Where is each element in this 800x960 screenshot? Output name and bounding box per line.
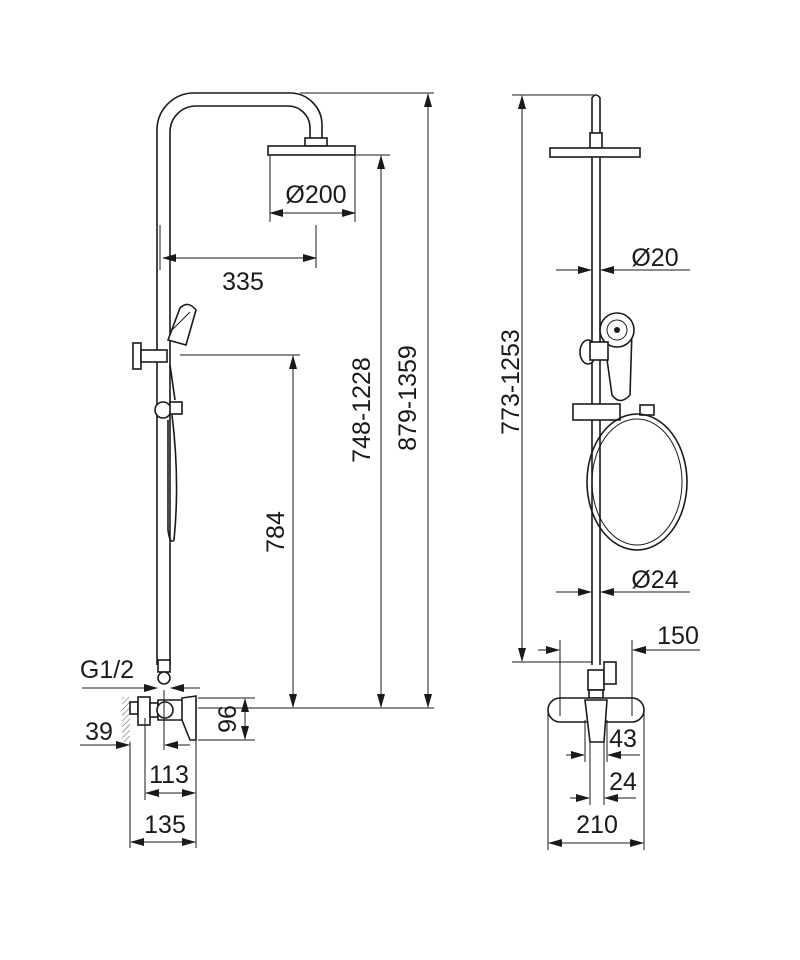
dim-mixer-width: 210	[576, 811, 618, 839]
dim-height-range: 773-1253	[497, 329, 525, 435]
dim-connection-spacing: 150	[657, 622, 699, 650]
riser-pipe	[156, 92, 323, 665]
dim-mixer-depth-inner: 113	[149, 761, 189, 789]
dim-spout-width: 24	[609, 768, 637, 796]
front-view: Ø20 773-1253 Ø24 150 43 24 210	[497, 94, 700, 850]
dim-pipe-diameter-top: Ø20	[631, 244, 678, 272]
dim-handle-width: 43	[609, 725, 637, 753]
dim-head-height-range: 748-1228	[348, 357, 376, 463]
mixer-side	[122, 659, 197, 742]
hand-shower	[132, 303, 197, 543]
dim-mixer-height: 96	[214, 705, 242, 733]
dim-head-diameter: Ø200	[285, 181, 346, 209]
dim-wall-offset: 39	[85, 718, 113, 746]
hand-shower-front	[572, 312, 688, 551]
dim-arm-projection: 335	[222, 268, 264, 296]
dim-total-height-range: 879-1359	[394, 345, 422, 451]
mixer-front	[547, 661, 645, 743]
dim-slider-height: 784	[262, 511, 290, 553]
dim-mixer-depth-total: 135	[144, 811, 186, 839]
dim-connection: G1/2	[80, 656, 134, 684]
shower-head-front	[549, 147, 641, 158]
shower-head	[267, 137, 356, 156]
side-view: Ø200 335 784 748-1228 879-1359 G1/2 96 3…	[80, 92, 434, 848]
dim-pipe-diameter-bottom: Ø24	[631, 566, 678, 594]
riser-pipe-front	[589, 94, 603, 665]
